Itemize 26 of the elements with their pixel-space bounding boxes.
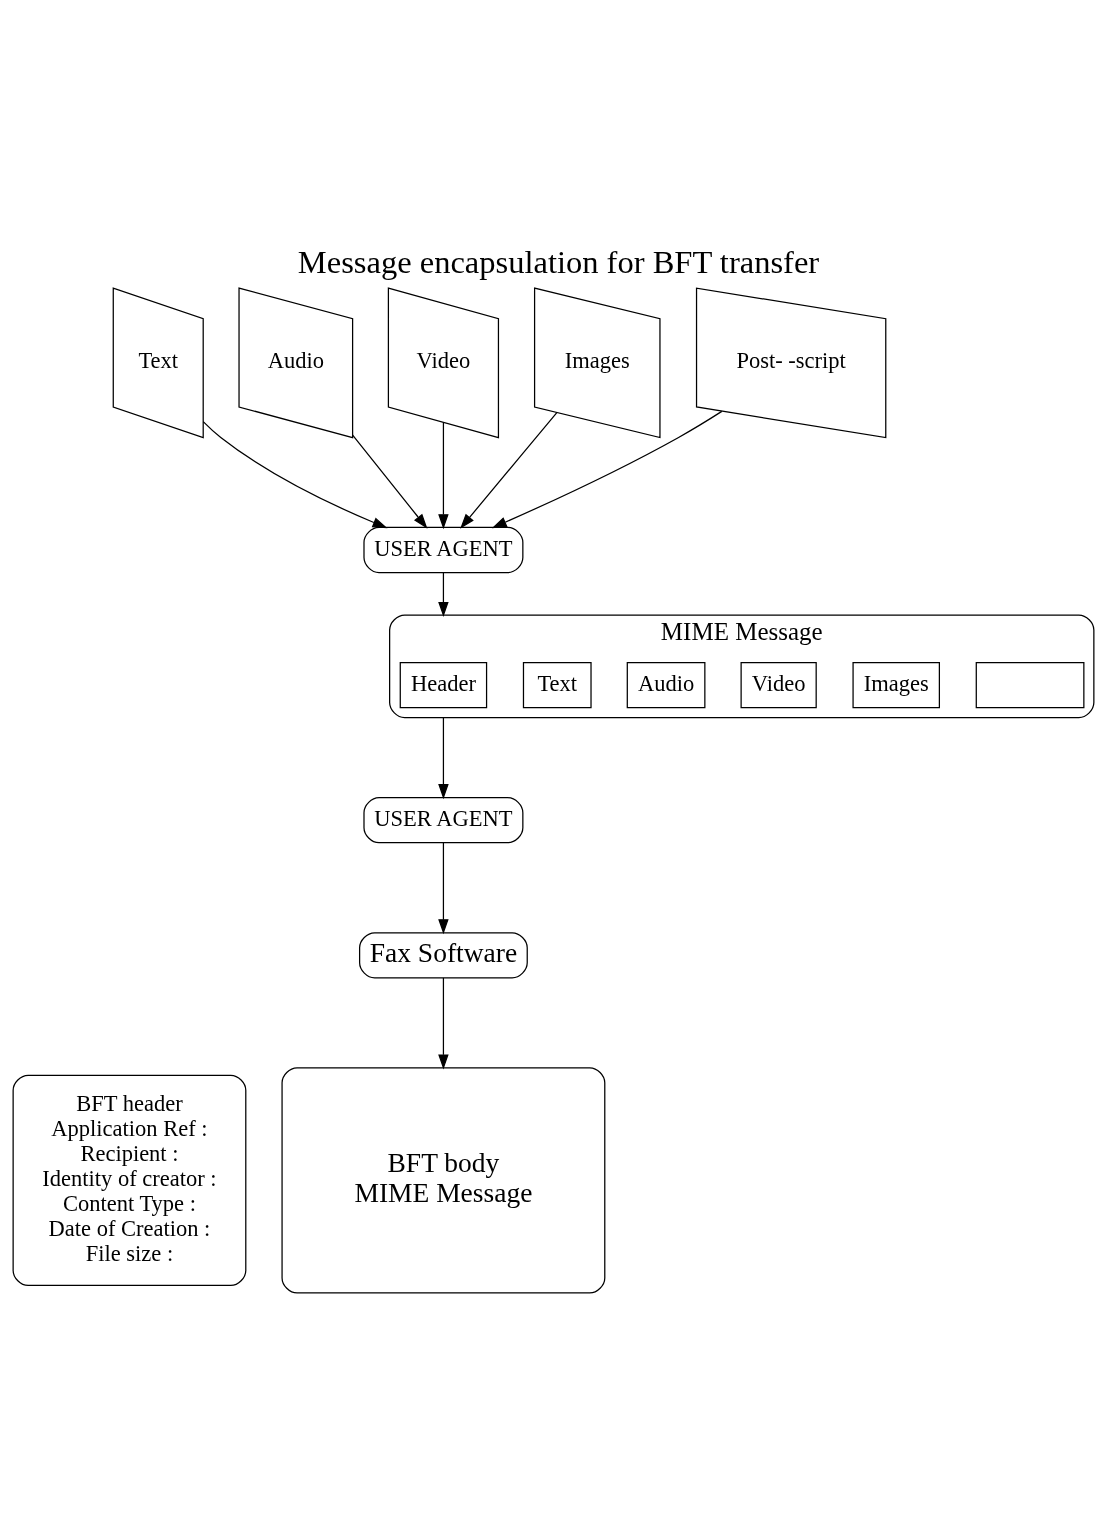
arrow — [491, 410, 723, 529]
arrow — [351, 434, 428, 529]
node-box: Text — [522, 661, 592, 709]
arrow — [460, 412, 558, 529]
node-box: Video — [387, 287, 500, 439]
node-box: Images — [533, 287, 661, 439]
node-box: Audio — [238, 287, 354, 439]
node-box: BFT header Application Ref : Recipient : Identity of creator : Content Type : Date of Creation : File size : — [12, 1074, 247, 1287]
arrow — [438, 421, 449, 530]
diagram-title: Message encapsulation for BFT transfer — [297, 244, 820, 281]
arrow — [438, 977, 449, 1070]
node-box: Video — [740, 661, 817, 709]
node-box — [975, 661, 1085, 709]
arrow — [438, 717, 449, 800]
node-box: Text — [112, 287, 204, 439]
node-box: USER AGENT — [363, 526, 524, 574]
node-box: Fax Software — [359, 932, 528, 979]
node-box: Post- -script — [695, 287, 887, 439]
node-box: USER AGENT — [363, 797, 524, 844]
node-box: BFT body MIME Message — [281, 1067, 606, 1294]
arrow — [438, 571, 449, 617]
arrow — [202, 420, 388, 529]
node-box: Header — [399, 661, 488, 709]
node-box: Audio — [626, 661, 706, 709]
node-box: Images — [852, 661, 940, 709]
arrow — [438, 842, 449, 935]
